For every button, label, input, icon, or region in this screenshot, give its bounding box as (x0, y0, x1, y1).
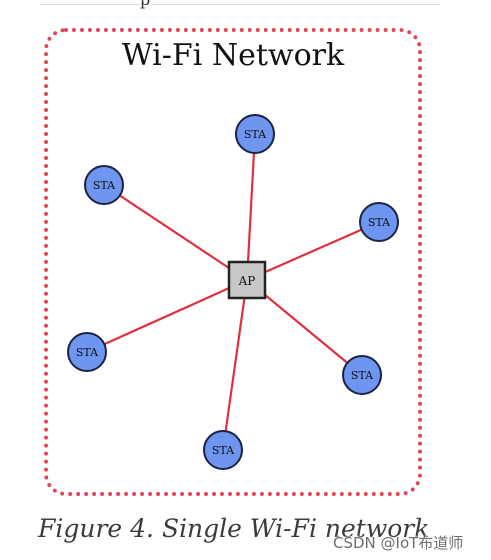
network-boundary (44, 28, 422, 496)
link-sta-top (245, 133, 257, 281)
diagram-title: Wi-Fi Network (121, 38, 345, 73)
link-sta-lower-left (86, 278, 248, 354)
svg-text:STA: STA (212, 444, 235, 457)
figure-caption: Figure 4. Single Wi-Fi network (38, 514, 430, 543)
sta-node-upper-left: STA (84, 165, 124, 205)
svg-text:STA: STA (368, 216, 391, 229)
svg-text:STA: STA (76, 346, 99, 359)
top-divider (40, 4, 440, 5)
sta-node-top: STA (235, 114, 275, 154)
sta-node-upper-right: STA (359, 202, 399, 242)
svg-text:STA: STA (244, 128, 267, 141)
sta-node-lower-right: STA (342, 355, 382, 395)
sta-node-bottom: STA (203, 430, 243, 470)
svg-text:STA: STA (351, 369, 374, 382)
ap-node: AP (227, 260, 267, 300)
link-sta-upper-left (103, 184, 248, 281)
sta-node-lower-left: STA (67, 332, 107, 372)
watermark: CSDN @IoT布道师 (333, 534, 464, 552)
top-cut-text: p (140, 0, 150, 9)
link-sta-upper-right (246, 220, 380, 282)
link-sta-bottom (221, 279, 249, 451)
svg-text:AP: AP (238, 274, 256, 288)
svg-text:STA: STA (93, 179, 116, 192)
